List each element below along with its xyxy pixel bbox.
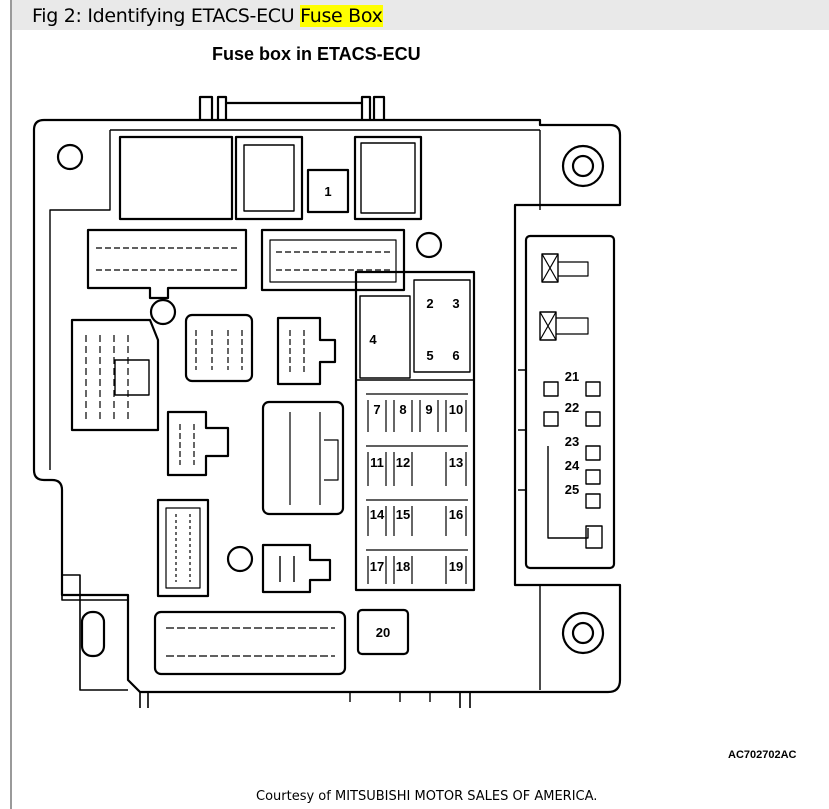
fuse-label-4: 4 <box>369 332 377 347</box>
diagram-code: AC702702AC <box>728 749 797 761</box>
fuse-label-5: 5 <box>426 348 433 363</box>
fuse-label-8: 8 <box>399 402 406 417</box>
fuse-label-22: 22 <box>565 400 579 415</box>
fuse-panel-main <box>354 270 476 592</box>
fuse-20-box <box>356 608 410 656</box>
figure-frame <box>10 0 829 809</box>
fuse-label-25: 25 <box>565 482 579 497</box>
connector-small-b <box>166 410 230 477</box>
mount-hole-top-left <box>56 143 84 171</box>
fuse-label-9: 9 <box>425 402 432 417</box>
fuse-label-16: 16 <box>449 507 463 522</box>
fuse-label-11: 11 <box>370 455 384 470</box>
fuse-label-10: 10 <box>449 402 463 417</box>
fuse-label-20: 20 <box>376 625 390 640</box>
connector-small-a <box>276 316 337 386</box>
housing-outline <box>32 118 622 694</box>
fuse-label-23: 23 <box>565 434 579 449</box>
connector-right-top <box>260 228 406 292</box>
top-tab-right <box>360 95 386 120</box>
fuse-label-17: 17 <box>370 559 384 574</box>
slot-bottom-left <box>80 610 106 658</box>
connector-bottom-wide <box>153 610 347 676</box>
connector-middle <box>184 313 254 383</box>
fuse-label-21: 21 <box>565 369 579 384</box>
fuse-label-7: 7 <box>373 402 380 417</box>
credit-line: Courtesy of MITSUBISHI MOTOR SALES OF AM… <box>256 789 598 804</box>
caption-highlight: Fuse Box <box>300 5 383 27</box>
mount-hole-top-right <box>561 144 605 188</box>
fuse-label-12: 12 <box>396 455 410 470</box>
fuse-label-2: 2 <box>426 296 433 311</box>
fuse-label-6: 6 <box>452 348 459 363</box>
connector-center-tall <box>261 400 345 516</box>
connector-left-large <box>70 318 160 432</box>
fuse-label-15: 15 <box>396 507 410 522</box>
fuse-label-14: 14 <box>370 507 385 522</box>
diagram-title: Fuse box in ETACS-ECU <box>212 44 421 64</box>
mount-hole-bottom-right <box>561 611 605 655</box>
fuse-label-19: 19 <box>449 559 463 574</box>
top-tab-left <box>198 95 228 120</box>
relay-block-a <box>118 135 234 221</box>
fuse-label-3: 3 <box>452 296 459 311</box>
fuse-1-box <box>306 168 350 214</box>
fuse-label-1: 1 <box>324 184 331 199</box>
connector-left-top <box>86 228 248 300</box>
connector-vertical-small <box>156 498 210 598</box>
fuse-panel-right <box>524 234 616 570</box>
fuse-label-13: 13 <box>449 455 463 470</box>
figure-caption-bar: Fig 2: Identifying ETACS-ECU Fuse Box <box>12 0 829 30</box>
fuse-label-24: 24 <box>565 458 580 473</box>
fuse-label-18: 18 <box>396 559 410 574</box>
figure-caption: Fig 2: Identifying ETACS-ECU Fuse Box <box>32 5 383 27</box>
connector-small-c <box>261 543 332 594</box>
